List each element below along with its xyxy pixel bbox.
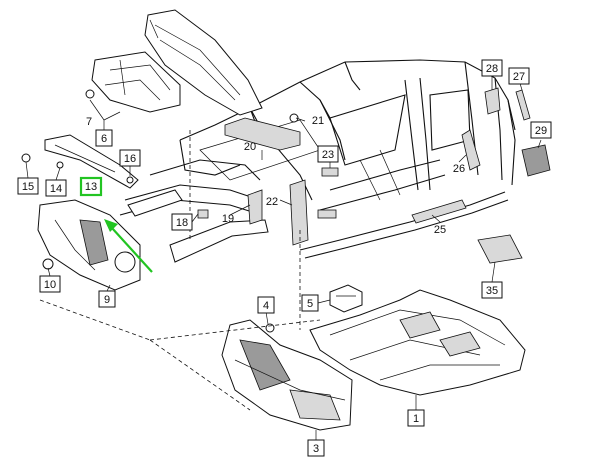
leader-lines	[25, 76, 542, 440]
callout-28: 28	[486, 63, 498, 75]
cowl-seal	[44, 134, 139, 189]
callout-27: 27	[513, 71, 525, 83]
callout-4: 4	[263, 300, 269, 312]
callout-5: 5	[307, 298, 313, 310]
callout-7: 7	[86, 116, 92, 128]
callout-16: 16	[124, 153, 136, 165]
callout-25: 25	[434, 224, 446, 236]
callout-6: 6	[101, 133, 107, 145]
floor-carpet	[309, 289, 526, 396]
callout-20: 20	[244, 141, 256, 153]
callout-13: 13	[85, 181, 97, 193]
highlight-arrow	[104, 219, 153, 273]
hood-insulation	[91, 51, 181, 113]
firewall-insulation-lower	[221, 319, 353, 431]
callout-21: 21	[312, 115, 324, 127]
callout-15: 15	[22, 181, 34, 193]
callout-22: 22	[266, 196, 278, 208]
callout-9: 9	[104, 294, 110, 306]
callout-13-frame	[79, 176, 103, 197]
callout-29: 29	[535, 125, 547, 137]
callout-23: 23	[322, 149, 334, 161]
callout-3: 3	[313, 443, 319, 455]
callout-10: 10	[44, 279, 56, 291]
callout-26: 26	[453, 163, 465, 175]
callout-1: 1	[413, 413, 419, 425]
callout-35: 35	[486, 285, 498, 297]
part-35	[477, 234, 523, 264]
part-5	[329, 284, 363, 313]
callout-18: 18	[176, 217, 188, 229]
car-body-shell	[119, 59, 551, 263]
callouts: 1 3 4 5 6 7 9 10 13 14 15 16 18	[17, 59, 552, 457]
firewall-insulation-left	[37, 199, 141, 291]
callout-19: 19	[222, 213, 234, 225]
callout-14: 14	[50, 183, 62, 195]
hood	[144, 9, 263, 116]
